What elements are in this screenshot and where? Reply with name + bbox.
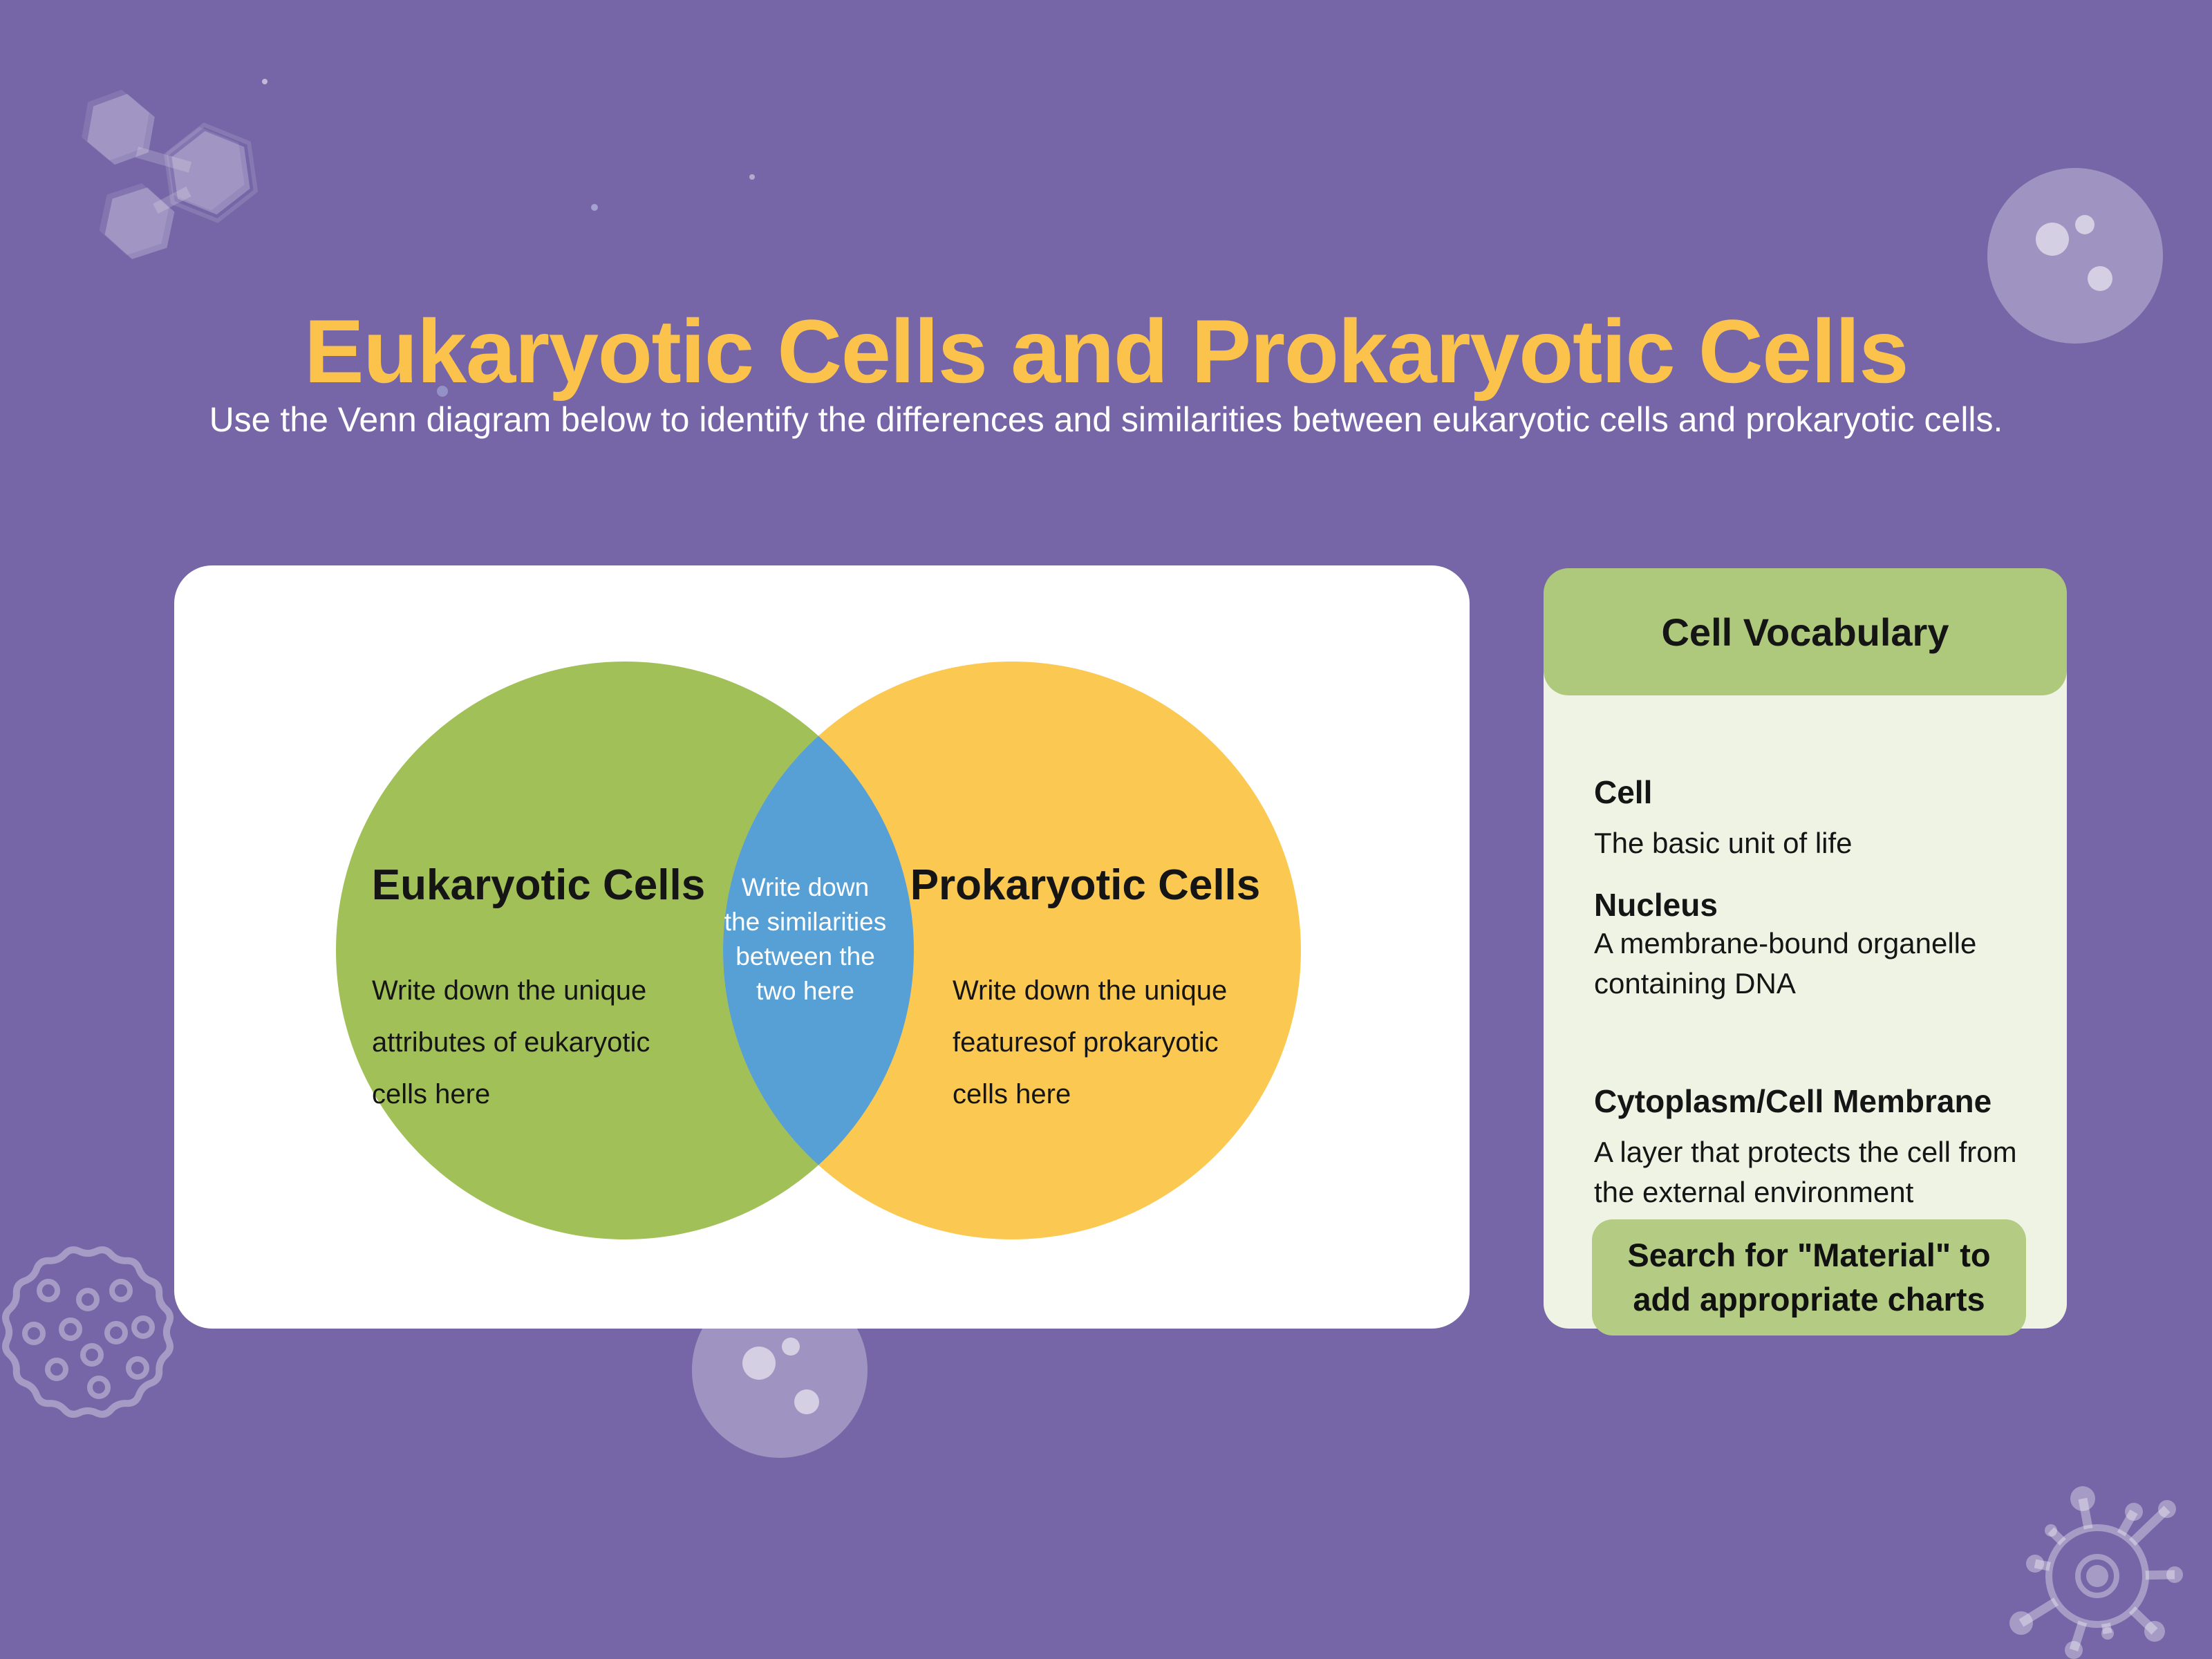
button-label-line: add appropriate charts bbox=[1633, 1281, 1985, 1318]
prokaryotic-title: Prokaryotic Cells bbox=[910, 861, 1261, 909]
vocab-term: Cell bbox=[1594, 774, 1653, 810]
vocabulary-header: Cell Vocabulary bbox=[1544, 568, 2067, 695]
eukaryotic-placeholder: Write down the unique attributes of euka… bbox=[372, 965, 650, 1121]
page-subtitle: Use the Venn diagram below to identify t… bbox=[209, 400, 2003, 439]
background-dot bbox=[749, 174, 755, 180]
text-line: cells here bbox=[372, 1079, 491, 1109]
text-line: two here bbox=[756, 977, 854, 1005]
text-line: attributes of eukaryotic bbox=[372, 1027, 650, 1058]
venn-card: Eukaryotic Cells Write down the unique a… bbox=[174, 565, 1470, 1329]
material-search-button[interactable]: Search for "Material" to add appropriate… bbox=[1592, 1219, 2026, 1335]
vocab-definition: A membrane-bound organelle bbox=[1594, 927, 1977, 959]
vocab-definition: The basic unit of life bbox=[1594, 827, 1853, 859]
background-dot bbox=[437, 386, 448, 397]
text-line: the similarities bbox=[724, 908, 887, 936]
text-line: Write down the unique bbox=[372, 975, 647, 1006]
text-line: cells here bbox=[953, 1079, 1071, 1109]
vocabulary-panel: Cell The basic unit of life Nucleus A me… bbox=[1544, 568, 2067, 1335]
overlap-lens bbox=[723, 662, 914, 1239]
vocabulary-body: Cell The basic unit of life Nucleus A me… bbox=[1544, 610, 2067, 1335]
button-label-line: Search for "Material" to bbox=[1627, 1237, 1991, 1273]
text-line: between the bbox=[735, 942, 875, 971]
vocab-term: Cytoplasm/Cell Membrane bbox=[1594, 1083, 1992, 1119]
prokaryotic-placeholder: Write down the unique featuresof prokary… bbox=[953, 965, 1227, 1121]
vocab-term: Nucleus bbox=[1594, 887, 1718, 923]
text-line: Write down bbox=[741, 873, 870, 901]
eukaryotic-title: Eukaryotic Cells bbox=[371, 861, 706, 909]
overlap-placeholder: Write down the similarities between the … bbox=[688, 870, 923, 1009]
text-line: featuresof prokaryotic bbox=[953, 1027, 1219, 1058]
vocab-definition: containing DNA bbox=[1594, 967, 1796, 1000]
vocabulary-title: Cell Vocabulary bbox=[1661, 610, 1949, 654]
background-dot bbox=[591, 204, 598, 211]
virus-icon bbox=[2009, 1486, 2183, 1659]
venn-diagram bbox=[336, 662, 1301, 1239]
vocab-definition: A layer that protects the cell from bbox=[1594, 1136, 2017, 1168]
molecule-icon bbox=[82, 89, 259, 259]
vocab-definition: the external environment bbox=[1594, 1176, 1914, 1208]
text-line: Write down the unique bbox=[953, 975, 1228, 1006]
page-title: Eukaryotic Cells and Prokaryotic Cells bbox=[303, 301, 1909, 402]
background-dot bbox=[262, 79, 268, 84]
